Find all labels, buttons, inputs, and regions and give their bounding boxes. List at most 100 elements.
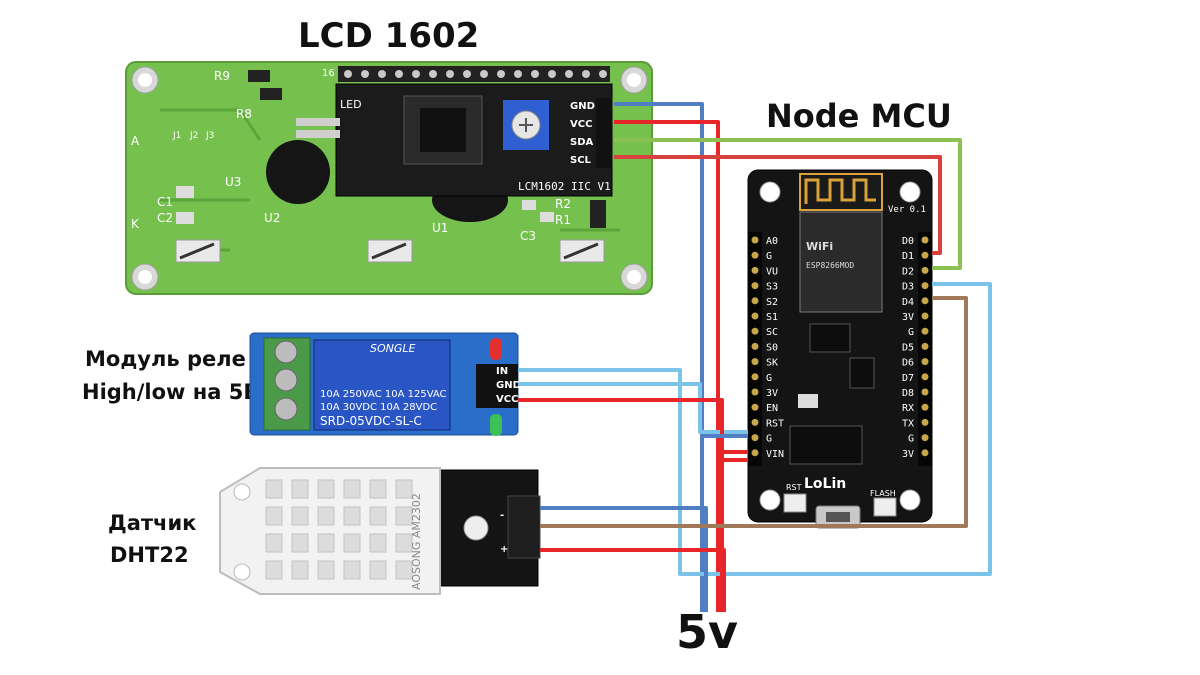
dht-marking: AOSONG AM2302: [410, 493, 423, 590]
lcd-silk-j1: J1: [172, 131, 181, 141]
lcd-cob-chip: [266, 140, 330, 204]
nodemcu-right-pin-label-d1: D1: [902, 251, 914, 262]
lcd-smd: [248, 70, 270, 82]
relay-spec-line1: 10A 250VAC 10A 125VAC: [320, 389, 447, 400]
nodemcu-hole: [899, 489, 921, 511]
dht-grille-slot: [369, 533, 387, 553]
nodemcu-right-pin-label-d5: D5: [902, 342, 914, 353]
lcd-header-pins: [344, 70, 607, 78]
dht-grille-slot: [265, 533, 283, 553]
lcd-silk-c2: C2: [157, 211, 173, 225]
lcd-traces: [160, 108, 620, 252]
nodemcu-left-pin-s2: [751, 297, 759, 305]
nodemcu-left-pin-label-vin: VIN: [766, 449, 784, 460]
lcd-pin-gnd-label: GND: [570, 101, 595, 112]
dht-housing-hole: [233, 563, 251, 581]
nodemcu-left-pin-label-vu: VU: [766, 266, 778, 277]
nodemcu-left-pin-label-g: G: [766, 251, 772, 262]
nodemcu-left-pin-label-s2: S2: [766, 297, 778, 308]
nodemcu-right-pin-label-d0: D0: [902, 236, 914, 247]
nodemcu-left-pin-label-g: G: [766, 434, 772, 445]
lcd-silk-j2: J2: [189, 131, 198, 141]
nodemcu-left-pin-rst: [751, 418, 759, 426]
lcd-silk-a: A: [131, 134, 140, 148]
dht-grille-slot: [317, 560, 335, 580]
lcd-module: LED LCM1602 IIC V1 GND VCC SDA SCL R9 R8…: [125, 61, 653, 295]
nodemcu-left-pin-g: [751, 251, 759, 259]
dht-mount-hole: [463, 515, 489, 541]
nodemcu-left-pin-sc: [751, 327, 759, 335]
lcd-mount-hole-inner: [627, 270, 641, 284]
lcd-smd: [590, 200, 606, 228]
nodemcu-right-pin-rx: [921, 403, 929, 411]
lcd-silk-16: 16: [322, 68, 335, 79]
nodemcu-hole: [759, 489, 781, 511]
nodemcu-right-pin-label-3v: 3V: [902, 312, 914, 323]
lcd-pin-header: [338, 66, 610, 82]
dht-grille-slot: [317, 533, 335, 553]
lcd-silk-c3: C3: [520, 229, 536, 243]
dht22-module: - + AOSONG AM2302: [219, 467, 541, 595]
nodemcu-right-pin-d5: [921, 342, 929, 350]
nodemcu-wifi-label: WiFi: [806, 240, 833, 253]
lcd-mount-hole-inner: [138, 73, 152, 87]
relay-pin-vcc-label: VCC: [496, 394, 518, 405]
nodemcu-title: Node MCU: [766, 97, 952, 135]
dht-grille-slot: [291, 560, 309, 580]
dht-grille-slot: [343, 479, 361, 499]
dht-grille-slot: [395, 506, 413, 526]
nodemcu-right-pin-d6: [921, 358, 929, 366]
dht-grille-slot: [369, 506, 387, 526]
nodemcu-right-pin-3v: [921, 449, 929, 457]
nodemcu-right-pin-label-d8: D8: [902, 388, 914, 399]
dht-grille-slot: [369, 479, 387, 499]
wire-dht-vcc: [540, 548, 726, 612]
nodemcu-hole: [899, 181, 921, 203]
nodemcu-smd: [798, 394, 818, 408]
wire-dht-data: [540, 296, 968, 528]
relay-status-led: [490, 414, 502, 436]
relay-input-header: [476, 364, 518, 408]
lcd-pin-vcc-label: VCC: [570, 119, 592, 130]
nodemcu-flash-button[interactable]: [873, 497, 897, 517]
nodemcu-right-pin-label-d3: D3: [902, 282, 914, 293]
lcd-silk-u3: U3: [225, 175, 241, 189]
nodemcu-left-pin-g: [751, 434, 759, 442]
lcd-silk-j3: J3: [205, 131, 214, 141]
nodemcu-rst-button[interactable]: [783, 493, 807, 513]
relay-screw: [274, 340, 298, 364]
nodemcu-left-pin-g: [751, 373, 759, 381]
lcd-mount-hole-inner: [138, 270, 152, 284]
lcd-smd: [540, 212, 554, 222]
dht-grille-slot: [343, 533, 361, 553]
nodemcu-right-pin-g: [921, 327, 929, 335]
nodemcu-left-pin-vin: [751, 449, 759, 457]
wire-lcd-sda: [614, 138, 962, 270]
wire-lcd-vcc: [614, 120, 720, 612]
dht-title-line1: Датчик: [108, 511, 196, 535]
power-label-5v: 5v: [676, 605, 738, 659]
nodemcu-left-pin-vu: [751, 266, 759, 274]
lcd-pad-marks: [179, 242, 599, 260]
lcd-silk-r1: R1: [555, 213, 571, 227]
nodemcu-left-pin-s0: [751, 342, 759, 350]
nodemcu-left-pin-en: [751, 403, 759, 411]
dht-grille-slot: [395, 560, 413, 580]
nodemcu-right-pin-label-g: G: [908, 327, 914, 338]
nodemcu-chip-label: ESP8266MOD: [806, 261, 854, 270]
nodemcu-left-pin-sk: [751, 358, 759, 366]
dht-grille-slot: [343, 506, 361, 526]
lcd-silk-r8: R8: [236, 107, 252, 121]
nodemcu-left-pin-label-en: EN: [766, 403, 778, 414]
lcd-mount-hole-inner: [627, 73, 641, 87]
nodemcu-right-pin-tx: [921, 418, 929, 426]
nodemcu-version: Ver 0.1: [888, 205, 926, 215]
relay-title-line1: Модуль реле: [85, 347, 246, 371]
nodemcu-right-pin-d0: [921, 236, 929, 244]
nodemcu-left-pin-label-s3: S3: [766, 282, 778, 293]
lcd-silk-u1: U1: [432, 221, 448, 235]
lcd-silk-u2: U2: [264, 211, 280, 225]
nodemcu-right-pin-d4: [921, 297, 929, 305]
